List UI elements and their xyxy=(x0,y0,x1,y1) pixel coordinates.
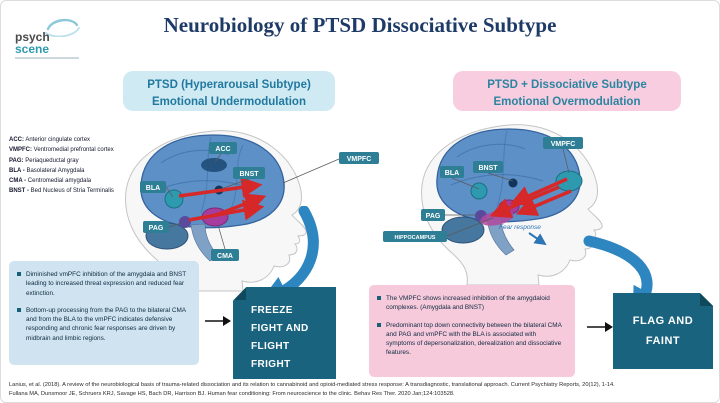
pag-region xyxy=(179,216,191,228)
legend-desc: Ventromedial prefrontal cortex xyxy=(33,147,114,154)
label-cma: CMA xyxy=(217,253,233,260)
label-bnst: BNST xyxy=(239,171,259,178)
legend-row: VMPFC: Ventromedial prefrontal cortex xyxy=(9,147,115,155)
top-down-arrows xyxy=(489,177,572,218)
folded-corner xyxy=(700,293,713,306)
logo-swirl-icon xyxy=(45,18,80,37)
label-bla: BLA xyxy=(146,185,160,192)
fear-response-label: Fear response xyxy=(499,224,541,231)
right-arrow-icon xyxy=(587,322,613,332)
legend-abbr: VMPFC: xyxy=(9,147,32,154)
label-acc: ACC xyxy=(215,146,230,153)
bullet-square-icon xyxy=(377,296,381,300)
bullet-square-icon xyxy=(17,307,21,312)
bnst-region xyxy=(508,178,518,188)
legend-row: BLA - Basolateral Amygdala xyxy=(9,168,115,176)
region-labels: VMPFC BNST BLA PAG HIPPOCAMPUS xyxy=(383,137,583,242)
brain-illustration xyxy=(436,128,581,256)
outcome-line: FRIGHT xyxy=(251,359,291,370)
label-bla: BLA xyxy=(445,170,459,177)
finding-text: Predominant top down connectivity betwee… xyxy=(386,321,562,357)
citation-line: Fullana MA, Dunsmoor JE, Schruers KRJ, S… xyxy=(9,390,455,397)
legend-desc: Periaqueductal gray xyxy=(25,157,79,164)
label-vmpfc: VMPFC xyxy=(347,156,372,163)
legend-row: PAG: Periaqueductal gray xyxy=(9,158,115,166)
finding-item: The VMPFC shows increased inhibition of … xyxy=(377,294,567,313)
outcome-line: FREEZE xyxy=(251,305,293,316)
right-header: PTSD + Dissociative Subtype Emotional Ov… xyxy=(453,71,681,111)
right-big-arrow xyxy=(583,235,660,319)
legend-abbr: PAG: xyxy=(9,157,24,164)
left-brain-diagram: ACC BNST VMPFC BLA PAG CMA xyxy=(125,130,379,292)
left-arrow-icon xyxy=(205,316,231,326)
right-header-line2: Emotional Overmodulation xyxy=(493,95,641,108)
right-brain-diagram: VMPFC BNST BLA PAG HIPPOCAMPUS Fear resp… xyxy=(383,124,603,286)
right-findings-box: The VMPFC shows increased inhibition of … xyxy=(369,285,575,377)
citations: Lanius, et al. (2018). A review of the n… xyxy=(9,381,715,399)
legend-row: CMA - Centromedial amygdala xyxy=(9,178,115,186)
logo-tagline-bar xyxy=(15,57,79,59)
region-labels: ACC BNST VMPFC BLA PAG CMA xyxy=(140,142,379,261)
outcome-line: FIGHT AND xyxy=(251,323,309,334)
legend-abbr: CMA - xyxy=(9,178,27,185)
outcome-line: FAINT xyxy=(645,334,681,347)
legend-desc: Anterior cingulate cortex xyxy=(25,137,91,143)
finding-item: Predominant top down connectivity betwee… xyxy=(377,321,567,358)
legend-abbr: BNST - xyxy=(9,188,29,195)
label-leader-lines xyxy=(445,148,570,237)
legend-desc: Bed Nucleus of Stria Terminalis xyxy=(30,188,114,195)
legend-abbr: ACC: xyxy=(9,137,24,143)
citation-line: Lanius, et al. (2018). A review of the n… xyxy=(9,382,615,388)
page-title: Neurobiology of PTSD Dissociative Subtyp… xyxy=(163,13,557,37)
bullet-square-icon xyxy=(377,322,381,327)
finding-text: Bottom-up processing from the PAG to the… xyxy=(26,306,186,342)
label-vmpfc: VMPFC xyxy=(551,141,576,148)
legend-row: BNST - Bed Nucleus of Stria Terminalis xyxy=(9,188,115,196)
legend-desc: Basolateral Amygdala xyxy=(26,167,85,174)
finding-item: Diminished vmPFC inhibition of the amygd… xyxy=(17,270,191,298)
left-findings-box: Diminished vmPFC inhibition of the amygd… xyxy=(9,261,199,365)
outcome-line: FLIGHT xyxy=(251,341,290,352)
logo-word-scene: scene xyxy=(15,42,50,56)
left-header-line2: Emotional Undermodulation xyxy=(152,95,306,108)
label-bnst: BNST xyxy=(478,165,498,172)
legend-row: ACC: Anterior cingulate cortex xyxy=(9,137,115,145)
left-header-line1: PTSD (Hyperarousal Subtype) xyxy=(147,79,311,91)
bla-region xyxy=(164,189,184,209)
bla-region xyxy=(470,182,488,200)
legend-desc: Centromedial amygdala xyxy=(27,178,92,185)
label-leader-lines xyxy=(165,153,340,250)
bullet-square-icon xyxy=(17,272,21,276)
legend-abbr: BLA - xyxy=(9,167,25,174)
abbreviation-legend: ACC: Anterior cingulate cortex VMPFC: Ve… xyxy=(9,137,115,199)
acc-region xyxy=(201,158,227,172)
label-pag: PAG xyxy=(149,225,164,232)
logo-word-psych: psych xyxy=(15,30,50,44)
left-header: PTSD (Hyperarousal Subtype) Emotional Un… xyxy=(123,71,335,111)
fear-response-arrow xyxy=(528,232,547,246)
label-hippocampus: HIPPOCAMPUS xyxy=(395,235,436,241)
finding-text: The VMPFC shows increased inhibition of … xyxy=(386,295,550,312)
right-outcome-box: FLAG AND FAINT xyxy=(613,293,713,369)
bottom-up-arrows xyxy=(178,176,267,222)
right-header-line1: PTSD + Dissociative Subtype xyxy=(487,79,647,91)
psychscene-logo: psych scene xyxy=(13,15,99,63)
outcome-line: FLAG AND xyxy=(632,315,694,327)
finding-item: Bottom-up processing from the PAG to the… xyxy=(17,306,191,343)
label-pag: PAG xyxy=(426,213,441,220)
finding-text: Diminished vmPFC inhibition of the amygd… xyxy=(26,271,187,297)
left-outcome-box: FREEZE FIGHT AND FLIGHT FRIGHT xyxy=(233,287,336,379)
